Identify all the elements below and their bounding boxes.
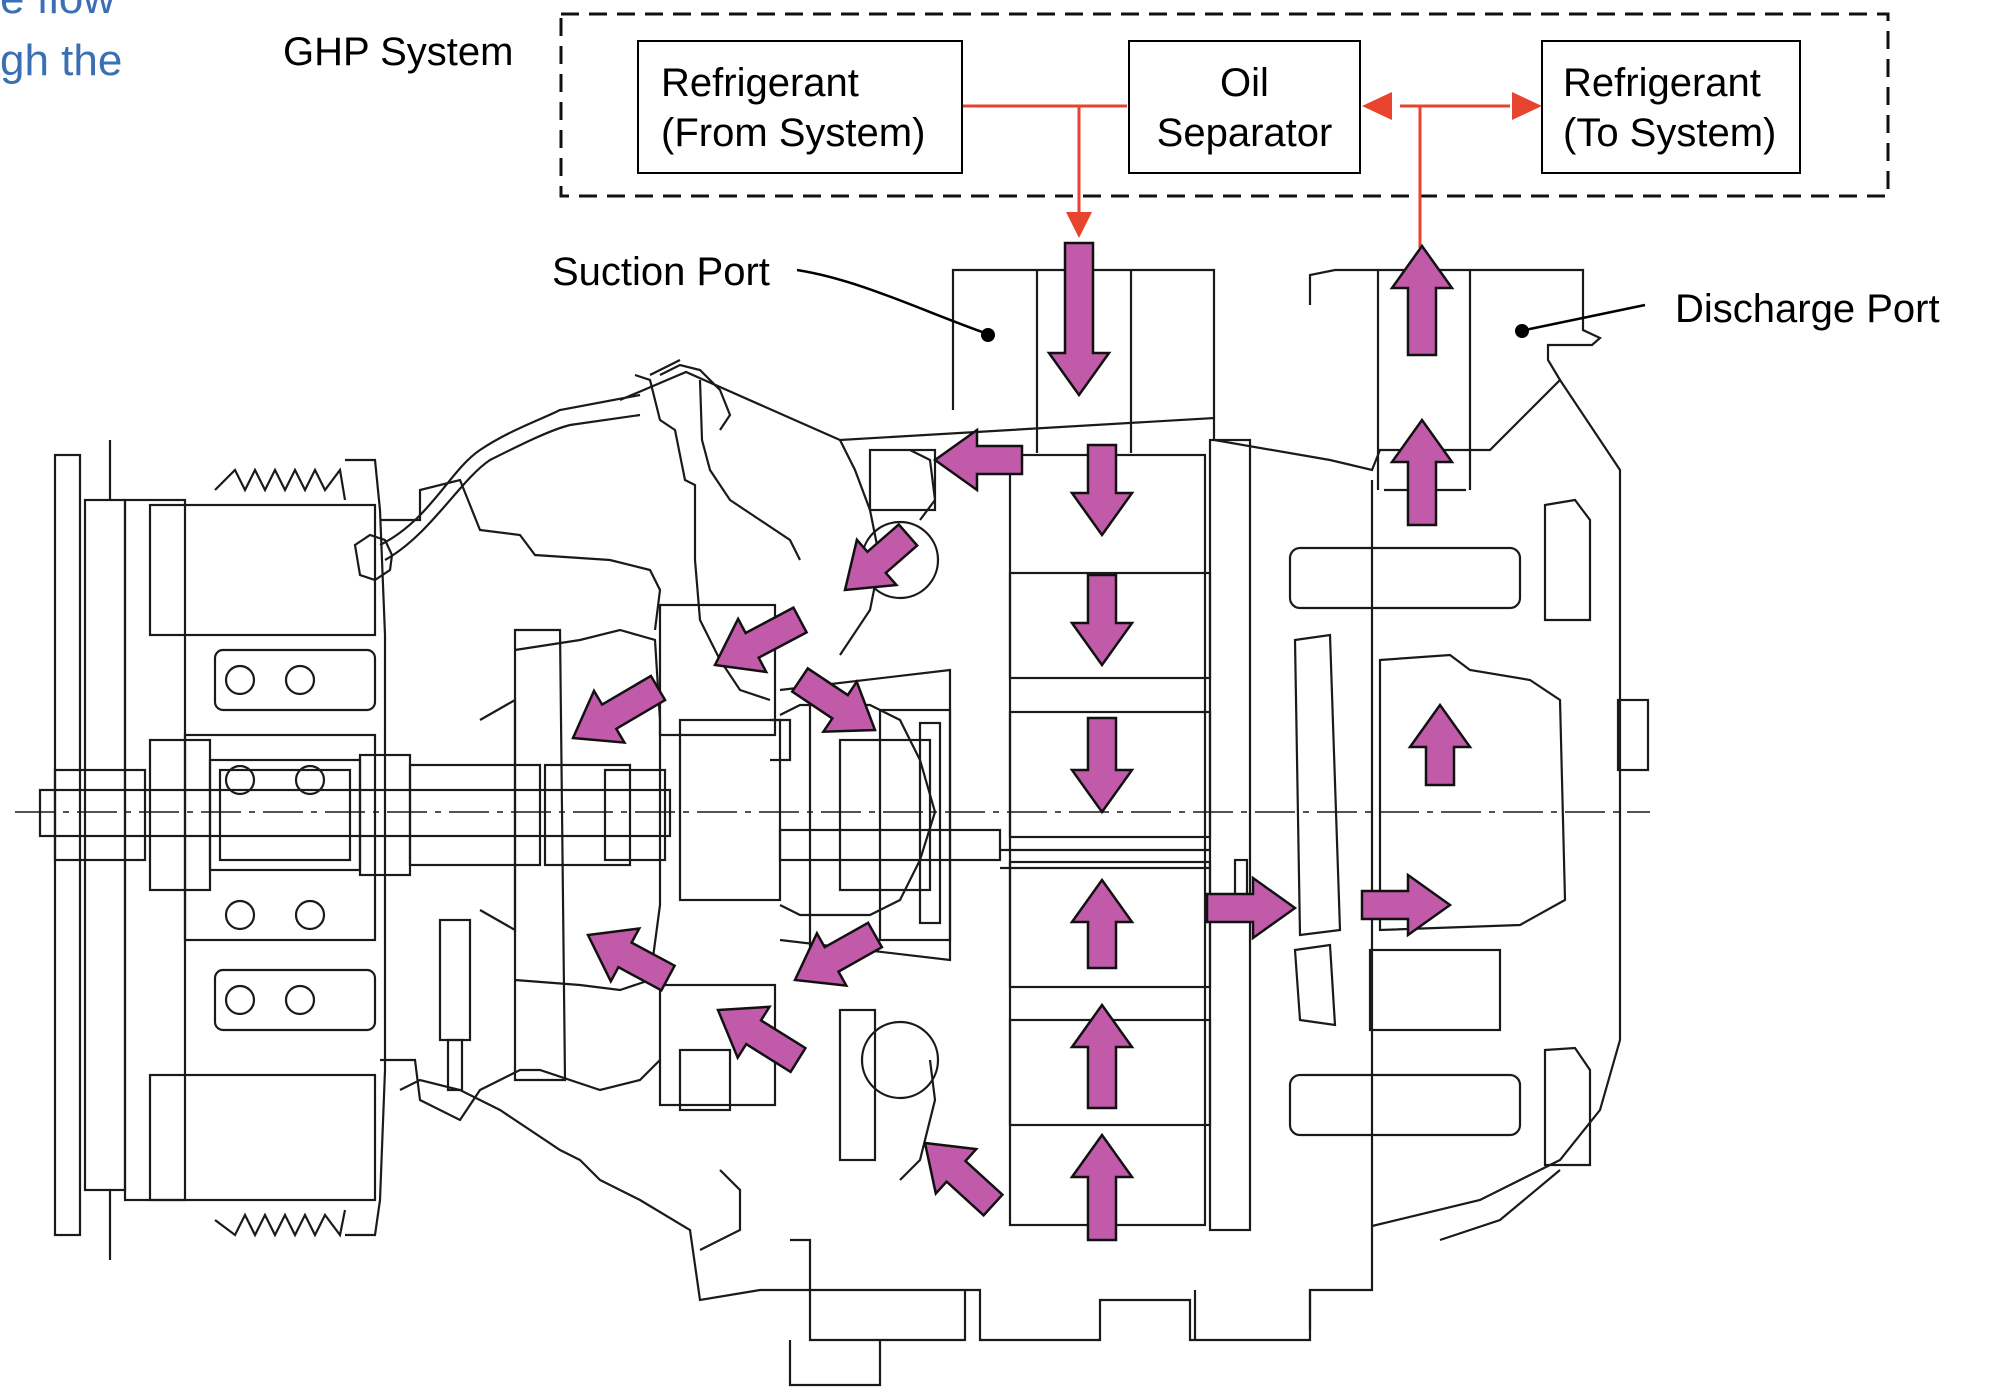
flow-arrow-1 [1046,241,1112,398]
flow-arrow-7 [1069,877,1135,970]
flow-arrow-19 [1205,875,1298,941]
flow-arrow-16 [586,926,677,992]
flow-arrow-2 [1389,243,1455,357]
flow-arrow-8 [1069,1002,1135,1110]
discharge-port-label: Discharge Port [1675,287,1940,331]
flow-arrow-3 [1389,417,1455,527]
flow-arrow-11 [843,522,919,592]
flow-arrow-9 [1069,1132,1135,1242]
discharge-port-dot [1515,324,1529,338]
box-from-line1: Refrigerant [661,61,859,105]
box-to-line1: Refrigerant [1563,61,1761,105]
oil-separator-box: Oil Separator [1128,40,1361,174]
ghp-system-label: GHP System [283,30,514,74]
refrigerant-to-system-box: Refrigerant (To System) [1541,40,1801,174]
suction-port-dot [981,328,995,342]
flow-arrow-5 [1069,573,1135,668]
flow-arrow-10 [932,427,1024,493]
flow-arrow-12 [713,605,809,674]
refrigerant-flow-arrows [571,241,1473,1242]
red-arrowhead-down [1066,212,1092,238]
compressor-line-art [15,268,1650,1387]
flow-arrow-18 [923,1141,1005,1218]
flow-arrow-6 [1069,716,1135,815]
flow-arrow-21 [1407,702,1473,787]
flow-arrow-13 [571,674,667,745]
box-from-line2: (From System) [661,111,926,155]
system-refrigerant-lines [961,104,1510,248]
red-arrowhead-right [1512,92,1542,120]
box-to-line2: (To System) [1563,111,1777,155]
box-oil-line1: Oil [1220,61,1269,105]
flow-arrow-20 [1360,872,1453,938]
flow-arrow-4 [1069,443,1135,538]
box-oil-line2: Separator [1156,111,1333,155]
refrigerant-from-system-box: Refrigerant (From System) [637,40,963,174]
red-arrowhead-left [1362,92,1392,120]
flow-arrow-17 [716,1005,808,1074]
ghp-system-boundary [559,12,1890,198]
flow-arrow-15 [793,921,884,988]
intro-text-line1: e flow [0,0,115,24]
flow-arrow-14 [790,666,877,734]
leader-lines [796,268,1646,335]
intro-text-line2: gh the [0,36,123,85]
suction-port-label: Suction Port [552,250,770,294]
